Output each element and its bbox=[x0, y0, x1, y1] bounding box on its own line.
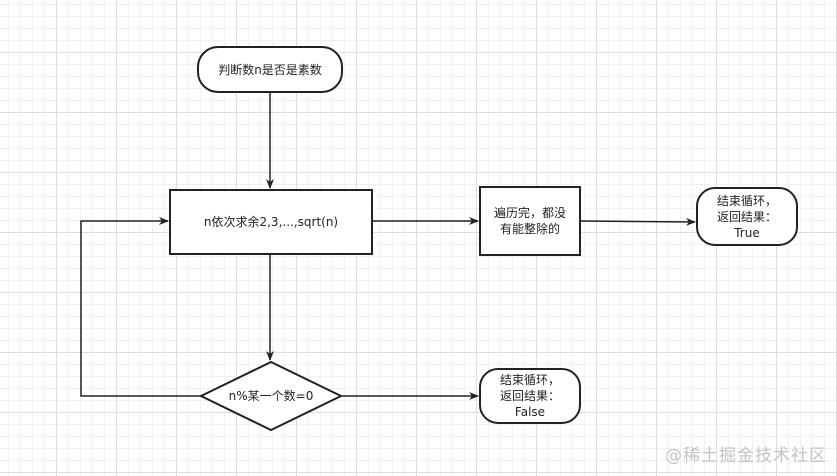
end-true-node-shape[interactable] bbox=[696, 187, 798, 246]
end-false-node-label: 结束循环， 返回结果： False bbox=[499, 373, 560, 419]
end-false-node[interactable]: 结束循环， 返回结果： False bbox=[480, 369, 580, 423]
start-node[interactable]: 判断数n是否是素数 bbox=[198, 47, 342, 92]
loop-node-label: n依次求余2,3,...,sqrt(n) bbox=[203, 215, 339, 229]
watermark: @稀土掘金技术社区 bbox=[665, 446, 827, 466]
loop-node-shape[interactable] bbox=[169, 189, 373, 255]
all-done-node[interactable]: 遍历完，都没 有能整除的 bbox=[480, 187, 580, 255]
all-done-node-label: 遍历完，都没 有能整除的 bbox=[493, 206, 566, 236]
loop-node[interactable]: n依次求余2,3,...,sqrt(n) bbox=[170, 190, 372, 254]
start-node-label: 判断数n是否是素数 bbox=[218, 62, 322, 77]
end-true-node-label: 结束循环， 返回结果： True bbox=[716, 193, 777, 240]
arrow-all-done-to-end-true bbox=[579, 217, 696, 226]
all-done-node-shape[interactable] bbox=[479, 186, 581, 256]
decision-node-shape[interactable] bbox=[198, 360, 344, 432]
end-true-node[interactable]: 结束循环， 返回结果： True bbox=[697, 188, 797, 245]
decision-node[interactable]: n%某一个数=0 bbox=[201, 362, 341, 430]
decision-node-label: n%某一个数=0 bbox=[228, 389, 314, 403]
end-false-node-shape[interactable] bbox=[479, 368, 581, 424]
arrow-decision-loop-back bbox=[80, 217, 201, 397]
